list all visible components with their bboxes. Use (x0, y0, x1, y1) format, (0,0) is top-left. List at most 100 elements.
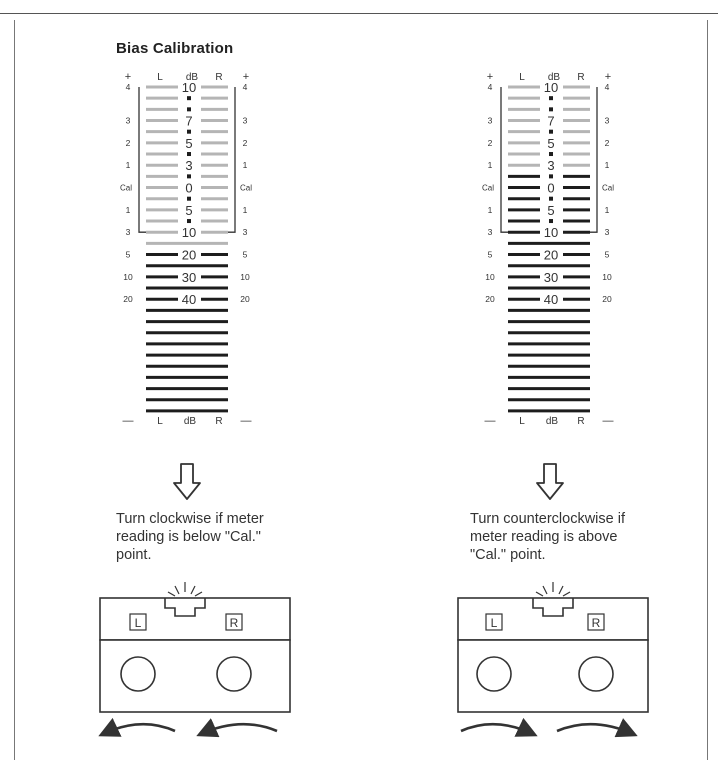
meter-footer-db: dB (546, 416, 559, 427)
meter-header-plus: + (125, 71, 131, 83)
meter-side-label-right: 3 (243, 227, 248, 237)
meter-footer-db: dB (184, 416, 197, 427)
meter-side-label-right: 1 (243, 160, 248, 170)
meter-db-label: 7 (547, 114, 554, 129)
counterclockwise-arrow-icon (460, 717, 538, 737)
instruction-line: point. (116, 547, 152, 563)
meter-center-dot (549, 219, 553, 224)
instruction-line: Turn counterclockwise if (470, 511, 625, 527)
meter-db-label: 20 (544, 248, 558, 263)
meter-center-dot (187, 174, 191, 179)
channel-r-box (225, 613, 243, 631)
channel-r-label: R (230, 616, 239, 630)
meter-side-label-right: 20 (602, 294, 612, 304)
meter-header-db: dB (186, 72, 199, 83)
meter-center-dot (549, 129, 553, 134)
meter-db-label: 30 (182, 270, 196, 285)
cal-bracket-right (590, 87, 598, 233)
meter-side-label-left: 1 (126, 160, 131, 170)
meter-footer-right: R (577, 416, 584, 427)
instruction-line: reading is below "Cal." (116, 529, 261, 545)
meter-side-label-left: 4 (126, 82, 131, 92)
meter-side-label-left: 10 (123, 272, 133, 282)
meter-center-dot (187, 196, 191, 201)
meter-side-label-left: 1 (126, 205, 131, 215)
meter-db-label: 7 (185, 114, 192, 129)
bias-control-panel-right: L R (457, 582, 649, 738)
meter-side-label-right: Cal (602, 184, 614, 193)
clockwise-arrow-icon (98, 717, 176, 737)
cal-bracket-left (138, 87, 146, 233)
instruction-line: "Cal." point. (470, 547, 546, 563)
meter-footer-minus: — (603, 415, 614, 427)
meter-center-dot (549, 107, 553, 112)
meter-side-label-right: 5 (605, 250, 610, 260)
right-bias-knob[interactable] (216, 656, 252, 692)
meter-center-dot (549, 152, 553, 157)
page-title: Bias Calibration (116, 40, 234, 57)
meter-header-right: R (577, 72, 584, 83)
meter-footer-left: L (519, 416, 525, 427)
left-bias-knob[interactable] (120, 656, 156, 692)
channel-l-label: L (491, 616, 498, 630)
meter-footer-right: R (215, 416, 222, 427)
meter-db-label: 0 (547, 181, 554, 196)
meter-center-dot (187, 96, 191, 101)
meter-side-label-left: 5 (126, 250, 131, 260)
meter-db-label: 0 (185, 181, 192, 196)
meter-db-label: 40 (182, 292, 196, 307)
meter-db-label: 10 (544, 80, 558, 95)
meter-side-label-right: Cal (240, 184, 252, 193)
meter-side-label-right: 1 (605, 205, 610, 215)
meter-side-label-left: 5 (488, 250, 493, 260)
meter-side-label-right: 3 (243, 116, 248, 126)
bias-control-panel-left: L R (98, 582, 291, 738)
clockwise-arrow-icon (196, 718, 278, 738)
meter-center-dot (549, 174, 553, 179)
meter-side-label-left: 4 (488, 82, 493, 92)
channel-l-box (485, 613, 503, 631)
meter-side-label-left: 3 (126, 227, 131, 237)
meter-db-label: 10 (182, 225, 196, 240)
meter-center-dot (187, 129, 191, 134)
meter-side-label-right: 10 (602, 272, 612, 282)
meter-db-label: 5 (185, 136, 192, 151)
meter-side-label-right: 4 (243, 82, 248, 92)
meter-side-label-right: 1 (243, 205, 248, 215)
meter-db-label: 5 (547, 203, 554, 218)
meter-header-db: dB (548, 72, 561, 83)
meter-center-dot (187, 152, 191, 157)
meter-side-label-right: 3 (605, 227, 610, 237)
meter-db-label: 20 (182, 248, 196, 263)
right-bias-knob[interactable] (578, 656, 614, 692)
meter-db-label: 5 (547, 136, 554, 151)
meter-header-right: R (215, 72, 222, 83)
channel-l-label: L (135, 616, 142, 630)
instruction-clockwise: Turn clockwise if meter reading is below… (116, 510, 316, 564)
down-arrow-icon (536, 463, 564, 500)
meter-side-label-left: Cal (482, 184, 494, 193)
meter-side-label-left: 1 (488, 160, 493, 170)
meter-center-dot (187, 219, 191, 224)
meter-side-label-left: 10 (485, 272, 495, 282)
left-bias-knob[interactable] (476, 656, 512, 692)
cal-bracket-left (500, 87, 508, 233)
meter-footer-left: L (157, 416, 163, 427)
meter-side-label-left: 3 (488, 227, 493, 237)
down-arrow-icon (173, 463, 201, 500)
top-rule (0, 13, 718, 14)
meter-header-left: L (519, 72, 525, 83)
meter-footer-minus: — (485, 415, 496, 427)
meter-db-label: 3 (185, 158, 192, 173)
meter-db-label: 3 (547, 158, 554, 173)
channel-r-box (587, 613, 605, 631)
instruction-line: Turn clockwise if meter (116, 511, 264, 527)
counterclockwise-arrow-icon (556, 718, 638, 738)
indicator-lamp-icon (532, 582, 574, 617)
meter-side-label-right: 2 (243, 138, 248, 148)
meter-side-label-left: 3 (126, 116, 131, 126)
meter-center-dot (187, 107, 191, 112)
meter-header-left: L (157, 72, 163, 83)
